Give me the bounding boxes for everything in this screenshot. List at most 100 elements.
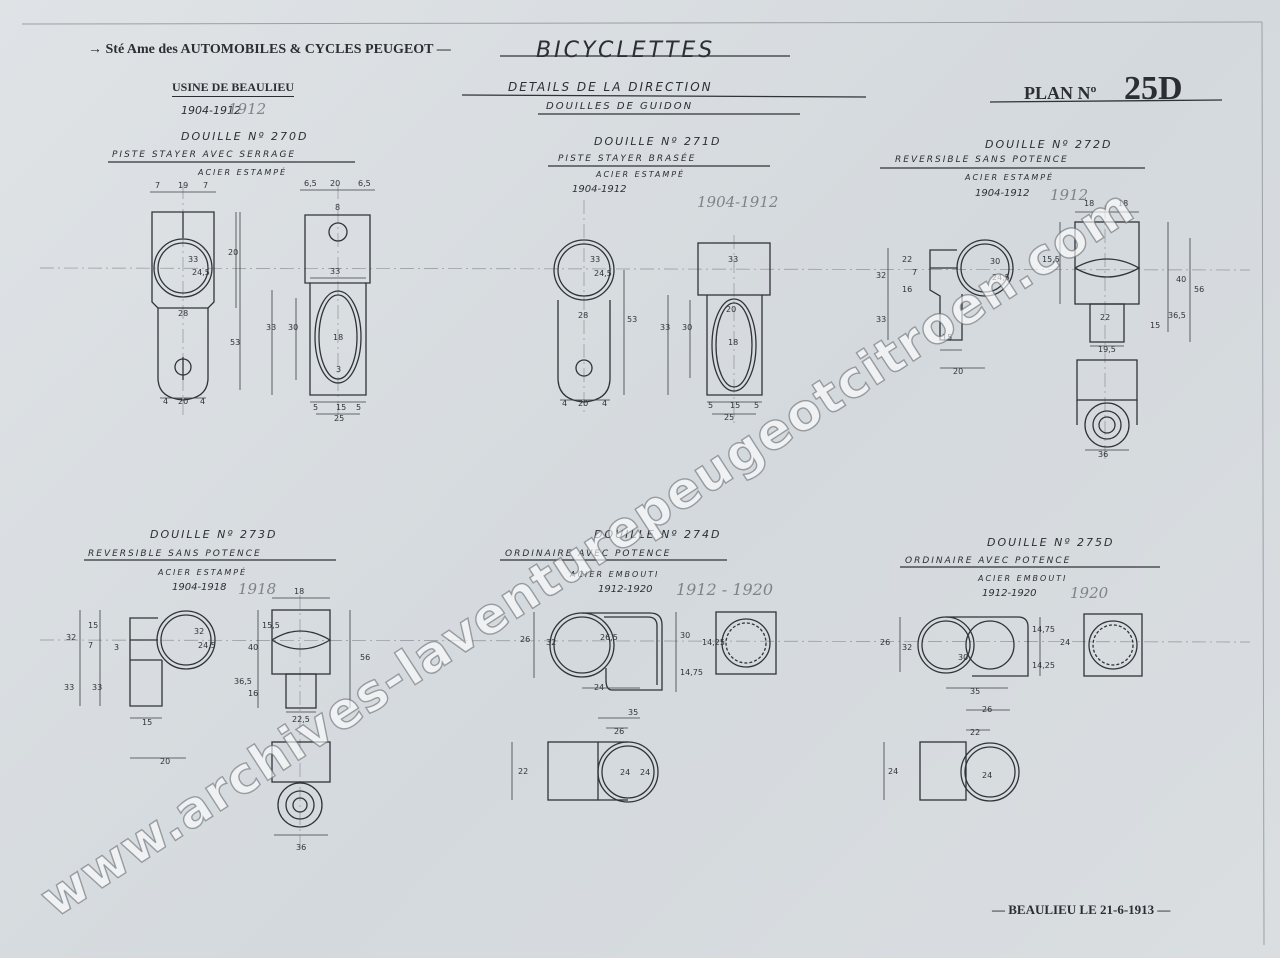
part-275-material: ACIER EMBOUTI (978, 574, 1068, 583)
douille-274d-bottom (547, 741, 659, 803)
part-273-desc: REVERSIBLE SANS POTENCE (88, 549, 262, 559)
dimension-label: 32 (876, 271, 886, 280)
dimension-label: 30 (958, 653, 968, 662)
dimension-label: 7 (88, 641, 93, 650)
dimension-label: 20 (178, 397, 188, 406)
dimension-label: 15 (88, 621, 98, 630)
part-275-desc: ORDINAIRE AVEC POTENCE (905, 556, 1072, 566)
douille-273d-front (129, 610, 216, 707)
dimension-label: 4 (163, 397, 168, 406)
dimension-label: 56 (360, 653, 370, 662)
dimension-label: 33 (266, 323, 276, 332)
dimension-label: 14,75 (1032, 625, 1055, 634)
dimension-label: 32 (194, 627, 204, 636)
dimension-label: 18 (1084, 199, 1094, 208)
dimension-label: 40 (248, 643, 258, 652)
dimension-label: 14,75 (680, 668, 703, 677)
part-275-id: DOUILLE Nº 275D (987, 536, 1115, 549)
dimension-label: 22 (518, 767, 528, 776)
sheet-border-top (21, 21, 1263, 25)
dimension-label: 30 (288, 323, 298, 332)
dimension-label: 24 (620, 768, 630, 777)
dimension-label: 24,5 (198, 641, 216, 650)
sheet-border-right (1261, 21, 1265, 946)
douille-275d-bottom (919, 741, 1020, 802)
part-271-years-pencil: 1904-1912 (697, 193, 779, 211)
dimension-label: 14,25 (702, 638, 725, 647)
part-273-material: ACIER ESTAMPÉ (158, 568, 248, 577)
dimension-label: 24,5 (992, 273, 1010, 282)
plan-label: PLAN Nº (1024, 83, 1097, 103)
dimension-label: 18 (294, 587, 304, 596)
subtitle-direction: DETAILS DE LA DIRECTION (508, 80, 713, 94)
part-274-desc: ORDINAIRE AVEC POTENCE (505, 549, 672, 559)
dimension-label: 26 (982, 705, 992, 714)
douille-272d-side (1074, 221, 1141, 448)
dimension-label: 20 (160, 757, 170, 766)
part-274-material: ACIER EMBOUTI (570, 570, 660, 579)
dimension-label: 20 (228, 248, 238, 257)
part-273-id: DOUILLE Nº 273D (150, 528, 278, 541)
plan-underline (989, 99, 1223, 103)
douille-271d-side (697, 242, 771, 396)
dimension-label: 28 (178, 309, 188, 318)
dimension-label: 36,5 (1168, 311, 1186, 320)
dimension-label: 15 (336, 403, 346, 412)
dimension-label: 30 (682, 323, 692, 332)
dimension-label: 32 (546, 638, 556, 647)
dimension-label: 53 (230, 338, 240, 347)
dimension-label: 53 (627, 315, 637, 324)
part-273-years-pencil: 1918 (238, 580, 277, 598)
dimension-label: 33 (660, 323, 670, 332)
douille-274d-top (549, 611, 777, 691)
part-272-id: DOUILLE Nº 272D (985, 138, 1113, 151)
dimension-label: 19 (178, 181, 188, 190)
dimension-label: 26 (520, 635, 530, 644)
part-272-years-pencil: 1912 (1050, 186, 1089, 204)
dimension-label: 15,5 (1042, 255, 1060, 264)
dimension-label: 26 (880, 638, 890, 647)
part-272-years: 1904-1912 (975, 188, 1030, 199)
dimension-label: 14,25 (1032, 661, 1055, 670)
dimension-label: 7 (203, 181, 208, 190)
part-271-id: DOUILLE Nº 271D (594, 135, 722, 148)
header-years-pencil: 1912 (228, 100, 267, 118)
part-272-material: ACIER ESTAMPÉ (965, 173, 1055, 182)
dimension-label: 26,5 (600, 633, 618, 642)
dimension-label: 24,5 (594, 269, 612, 278)
dimension-label: 6,5 (358, 179, 371, 188)
dimension-label: 22 (902, 255, 912, 264)
part-270-id: DOUILLE Nº 270D (181, 130, 309, 143)
subtitle-douilles: DOUILLES DE GUIDON (546, 101, 694, 112)
dimension-label: 5 (708, 401, 713, 410)
dimension-label: 18 (333, 333, 343, 342)
dimension-label: 3 (336, 365, 341, 374)
dimension-label: 32 (66, 633, 76, 642)
part-270-desc: PISTE STAYER AVEC SERRAGE (112, 150, 297, 160)
dimension-label: 33 (92, 683, 102, 692)
footer-date: — BEAULIEU LE 21-6-1913 — (992, 902, 1171, 917)
part-275-years-pencil: 1920 (1070, 584, 1109, 602)
dimension-label: 16 (248, 689, 258, 698)
company-name: → Sté Ame des AUTOMOBILES & CYCLES PEUGE… (88, 42, 451, 57)
dimension-label: 36 (296, 843, 306, 852)
usine-label: USINE DE BEAULIEU (172, 80, 295, 97)
douille-272d-front (929, 239, 1014, 341)
dimension-label: 33 (876, 315, 886, 324)
part-270-material: ACIER ESTAMPÉ (198, 168, 288, 177)
douille-273d-side (271, 609, 332, 828)
dimension-label: 5 (754, 401, 759, 410)
dimension-label: 26 (614, 727, 624, 736)
douille-271d-front (553, 239, 615, 403)
dimension-label: 20 (953, 367, 963, 376)
dimension-label: 5 (313, 403, 318, 412)
part-273-years: 1904-1918 (172, 582, 227, 593)
dimension-label: 6,5 (304, 179, 317, 188)
dimension-label: 15 (942, 333, 952, 342)
dimension-label: 20 (726, 305, 736, 314)
dimension-label: 20 (578, 399, 588, 408)
dimension-label: 24 (640, 768, 650, 777)
dimension-label: 28 (578, 311, 588, 320)
